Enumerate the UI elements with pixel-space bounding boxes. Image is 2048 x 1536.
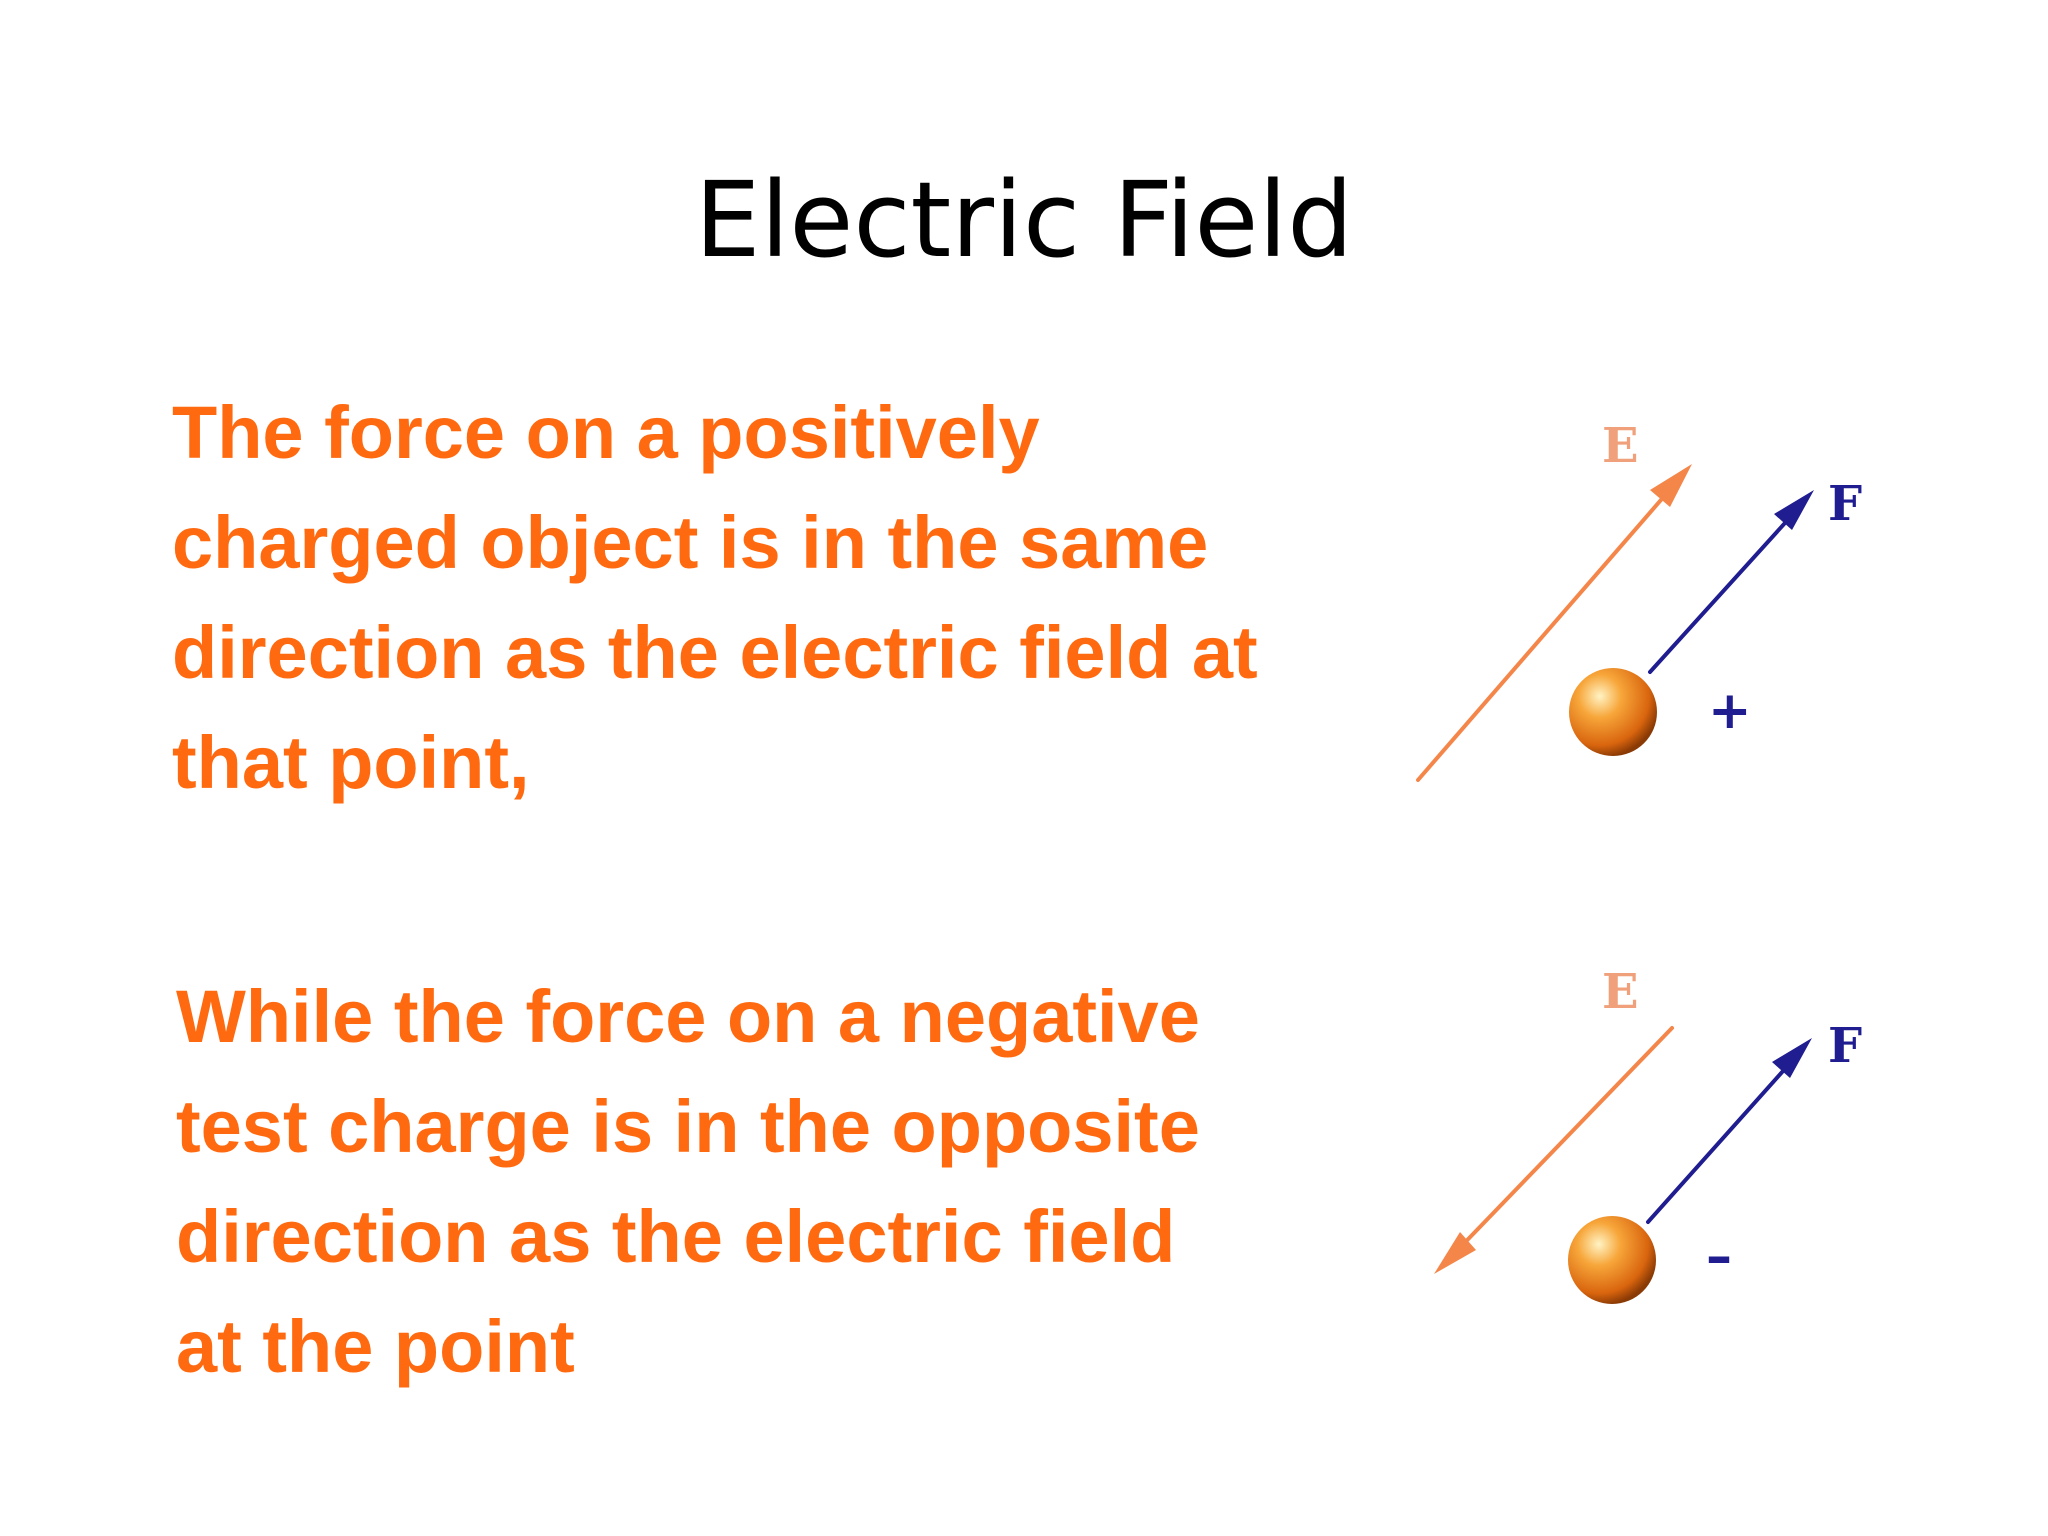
positive-charge-diagram: E F + (1380, 410, 1940, 820)
negative-charge-diagram: E F – (1380, 960, 1940, 1370)
positive-description-line-3: direction as the electric field at (172, 611, 1258, 694)
positive-charge-description: The force on a positively charged object… (172, 378, 1258, 818)
positive-description-line-1: The force on a positively (172, 391, 1040, 474)
force-arrow (1646, 1038, 1812, 1224)
slide-title: Electric Field (694, 159, 1354, 281)
charge-sign: – (1706, 1227, 1732, 1287)
positive-charge-sphere (1569, 668, 1657, 756)
field-arrow (1434, 1026, 1674, 1274)
force-label: F (1828, 1018, 1862, 1074)
negative-description-line-3: direction as the electric field (176, 1195, 1176, 1278)
field-arrow (1416, 464, 1692, 782)
force-arrow (1648, 490, 1814, 674)
negative-description-line-4: at the point (176, 1305, 575, 1388)
negative-charge-sphere (1568, 1216, 1656, 1304)
positive-charge-diagram-svg: E F + (1416, 418, 1862, 782)
negative-description-line-2: test charge is in the opposite (176, 1085, 1200, 1168)
negative-charge-description: While the force on a negative test charg… (176, 962, 1200, 1402)
positive-description-line-4: that point, (172, 721, 530, 804)
negative-charge-diagram-svg: E F – (1434, 964, 1862, 1304)
charge-sign: + (1708, 681, 1752, 741)
field-label: E (1602, 964, 1639, 1020)
force-label: F (1828, 476, 1862, 532)
field-label: E (1602, 418, 1639, 474)
negative-description-line-1: While the force on a negative (176, 975, 1200, 1058)
positive-description-line-2: charged object is in the same (172, 501, 1209, 584)
